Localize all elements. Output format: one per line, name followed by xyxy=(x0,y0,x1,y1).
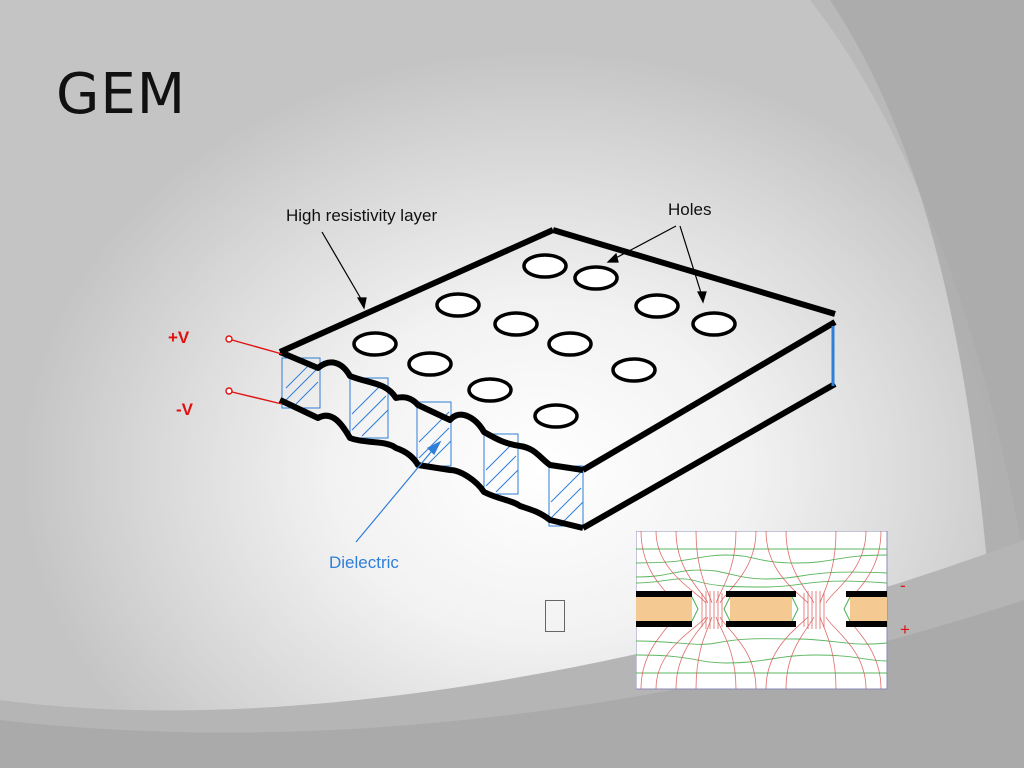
bottom-electrode xyxy=(726,621,796,627)
dielectric-hatching xyxy=(281,357,584,527)
holes xyxy=(352,253,737,429)
top-electrode xyxy=(846,591,887,597)
top-electrode xyxy=(636,591,692,597)
label-dielectric: Dielectric xyxy=(329,553,399,572)
foil-top-surface xyxy=(278,227,837,473)
top-electrode xyxy=(726,591,796,597)
field-plus-sign: + xyxy=(900,620,910,639)
equipotential-lines xyxy=(636,548,888,674)
hole xyxy=(691,311,737,337)
electrode-leads xyxy=(225,335,283,405)
hole xyxy=(467,377,513,403)
hole xyxy=(611,357,657,383)
dielectric-segment xyxy=(349,377,389,439)
plus-terminal xyxy=(225,335,233,343)
label-plus-v: +V xyxy=(168,328,190,347)
bottom-electrode xyxy=(636,621,692,627)
dielectric-block xyxy=(636,595,692,625)
hole-field-concentration xyxy=(701,591,825,629)
gem-cross-section xyxy=(636,591,887,627)
hole xyxy=(435,292,481,318)
dielectric-segment xyxy=(483,433,519,495)
foil-bottom-surface xyxy=(278,381,837,531)
hole xyxy=(352,331,398,357)
missing-glyph-icon xyxy=(545,600,565,632)
hole xyxy=(533,403,579,429)
hole xyxy=(547,331,593,357)
label-high-resistivity: High resistivity layer xyxy=(286,206,438,225)
hole xyxy=(493,311,539,337)
minus-terminal xyxy=(225,387,233,395)
field-map-panel: - xyxy=(636,531,888,690)
dielectric-leader xyxy=(355,440,442,543)
field-minus-sign: - xyxy=(900,576,906,595)
hole xyxy=(522,253,568,279)
dielectric-block xyxy=(730,595,792,625)
bottom-electrode xyxy=(846,621,887,627)
dielectric-block xyxy=(850,595,887,625)
leader-lines xyxy=(321,225,707,310)
label-minus-v: -V xyxy=(176,400,193,419)
slide-title: GEM xyxy=(56,62,187,127)
hole xyxy=(407,351,453,377)
hole xyxy=(573,265,619,291)
label-holes: Holes xyxy=(668,200,712,219)
hole xyxy=(634,293,680,319)
